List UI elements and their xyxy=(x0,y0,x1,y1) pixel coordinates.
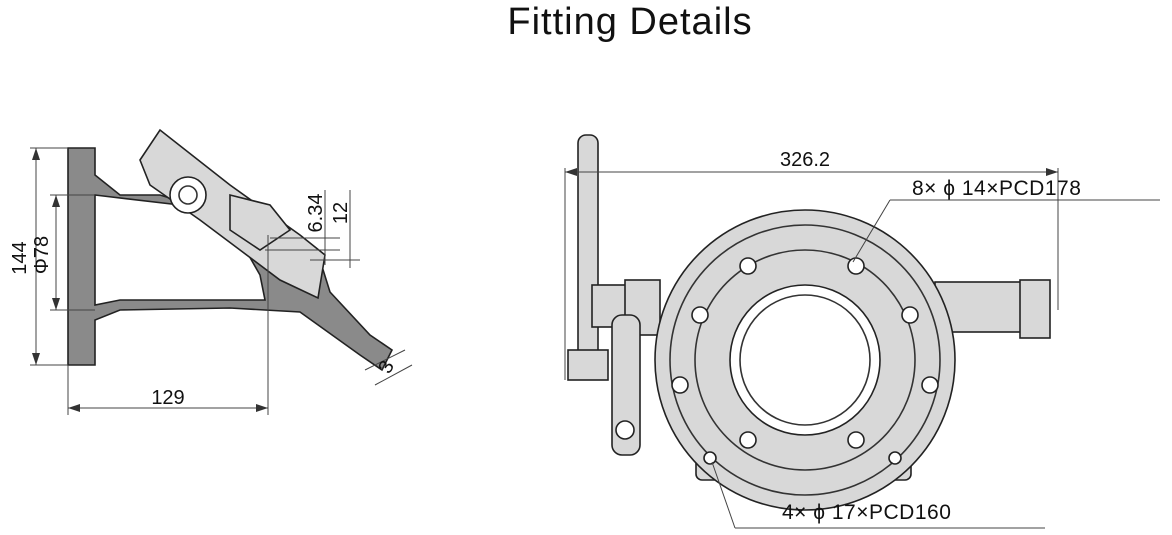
bolt-note-top: 8× ϕ 14×PCD178 xyxy=(912,177,1081,200)
dim-offset-1-label: 6.34 xyxy=(305,194,327,233)
dim-bore-label: Φ78 xyxy=(31,236,53,274)
bolt-hole xyxy=(847,431,865,449)
lever-handle xyxy=(577,134,599,376)
dim-height-label: 144 xyxy=(9,241,31,274)
dim-offset-2-label: 12 xyxy=(330,202,352,224)
lever-pin xyxy=(615,420,635,440)
bolt-note-bottom: 4× ϕ 17×PCD160 xyxy=(782,501,951,524)
bore-opening xyxy=(729,284,881,436)
lever-arm xyxy=(611,314,641,456)
bolt-hole xyxy=(691,306,709,324)
section-lip xyxy=(229,193,292,251)
bolt-hole xyxy=(671,376,689,394)
shaft-nut xyxy=(1019,279,1051,339)
section-pivot-inner xyxy=(178,185,198,205)
bolt-hole xyxy=(921,376,939,394)
section-view xyxy=(30,128,413,415)
leader-bottom xyxy=(711,461,736,529)
page-title: Fitting Details xyxy=(507,1,753,43)
bolt-hole xyxy=(901,306,919,324)
leader-top xyxy=(852,199,891,263)
bolt-hole xyxy=(739,257,757,275)
dim-length-label: 129 xyxy=(151,387,184,409)
section-pivot xyxy=(169,176,207,214)
dim-width-label: 326.2 xyxy=(780,149,830,171)
front-view xyxy=(564,134,1160,529)
base-bolt-hole xyxy=(888,451,902,465)
base-bolt-hole xyxy=(703,451,717,465)
bolt-hole xyxy=(847,257,865,275)
bolt-hole xyxy=(739,431,757,449)
lever-base xyxy=(567,349,609,381)
